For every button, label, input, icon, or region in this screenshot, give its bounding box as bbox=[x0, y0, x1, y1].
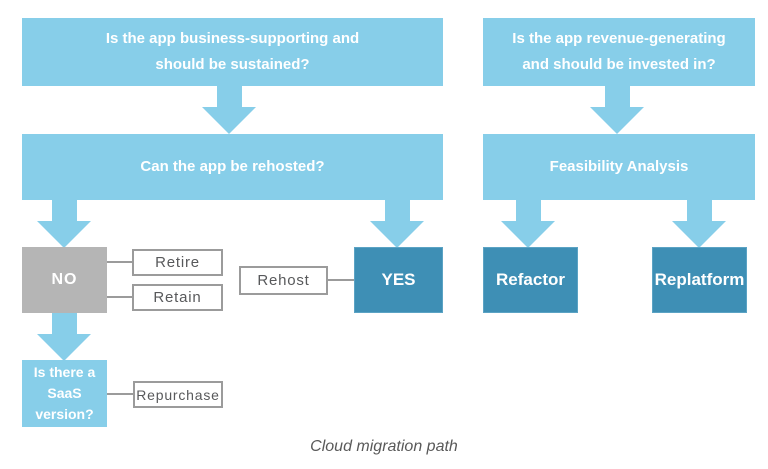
refactor-label: Refactor bbox=[496, 270, 565, 289]
repurchase-label: Repurchase bbox=[136, 386, 220, 403]
arrow-head bbox=[202, 107, 256, 134]
down-arrow-icon bbox=[501, 200, 555, 248]
rehost-label: Rehost bbox=[257, 272, 310, 289]
retire-label: Retire bbox=[155, 254, 200, 271]
connector-rehost-yes bbox=[328, 279, 354, 281]
arrow-stem bbox=[686, 200, 712, 221]
question-text-rehosted: Can the app be rehosted? bbox=[140, 158, 325, 175]
arrow-stem bbox=[604, 86, 630, 107]
question-box-rehosted: Can the app be rehosted? bbox=[22, 134, 443, 200]
down-arrow-icon bbox=[37, 313, 91, 361]
question-box-business-supporting: Is the app business-supporting and shoul… bbox=[22, 18, 443, 86]
yes-box: YES bbox=[354, 247, 443, 313]
refactor-box: Refactor bbox=[483, 247, 578, 313]
replatform-label: Replatform bbox=[654, 270, 745, 289]
arrow-head bbox=[37, 334, 91, 361]
arrow-stem bbox=[384, 200, 410, 221]
question-box-revenue-generating: Is the app revenue-generating and should… bbox=[483, 18, 755, 86]
retain-box: Retain bbox=[132, 284, 223, 311]
arrow-stem bbox=[216, 86, 242, 107]
step-box-feasibility-analysis: Feasibility Analysis bbox=[483, 134, 755, 200]
arrow-head bbox=[370, 221, 424, 248]
down-arrow-icon bbox=[590, 86, 644, 134]
arrow-head bbox=[37, 221, 91, 248]
arrow-head bbox=[672, 221, 726, 248]
down-arrow-icon bbox=[202, 86, 256, 134]
replatform-box: Replatform bbox=[652, 247, 747, 313]
down-arrow-icon bbox=[37, 200, 91, 248]
no-box: NO bbox=[22, 247, 107, 313]
rehost-box: Rehost bbox=[239, 266, 328, 295]
down-arrow-icon bbox=[370, 200, 424, 248]
retain-label: Retain bbox=[153, 289, 202, 306]
connector-saas-repurchase bbox=[107, 393, 133, 395]
arrow-head bbox=[501, 221, 555, 248]
arrow-stem bbox=[515, 200, 541, 221]
yes-label: YES bbox=[381, 270, 416, 289]
down-arrow-icon bbox=[672, 200, 726, 248]
question-box-saas-version: Is there a SaaS version? bbox=[22, 360, 107, 427]
arrow-stem bbox=[51, 200, 77, 221]
repurchase-box: Repurchase bbox=[133, 381, 223, 408]
question-text-saas-version: Is there a SaaS version? bbox=[33, 364, 96, 422]
question-text-business-supporting: Is the app business-supporting and shoul… bbox=[105, 30, 360, 73]
step-text-feasibility-analysis: Feasibility Analysis bbox=[549, 158, 689, 175]
arrow-stem bbox=[51, 313, 77, 334]
connector-no-retire bbox=[107, 261, 132, 263]
question-text-revenue-generating: Is the app revenue-generating and should… bbox=[512, 30, 726, 73]
retire-box: Retire bbox=[132, 249, 223, 276]
connector-no-retain bbox=[107, 296, 132, 298]
arrow-head bbox=[590, 107, 644, 134]
diagram-caption: Cloud migration path bbox=[310, 438, 458, 455]
no-label: NO bbox=[51, 271, 78, 288]
